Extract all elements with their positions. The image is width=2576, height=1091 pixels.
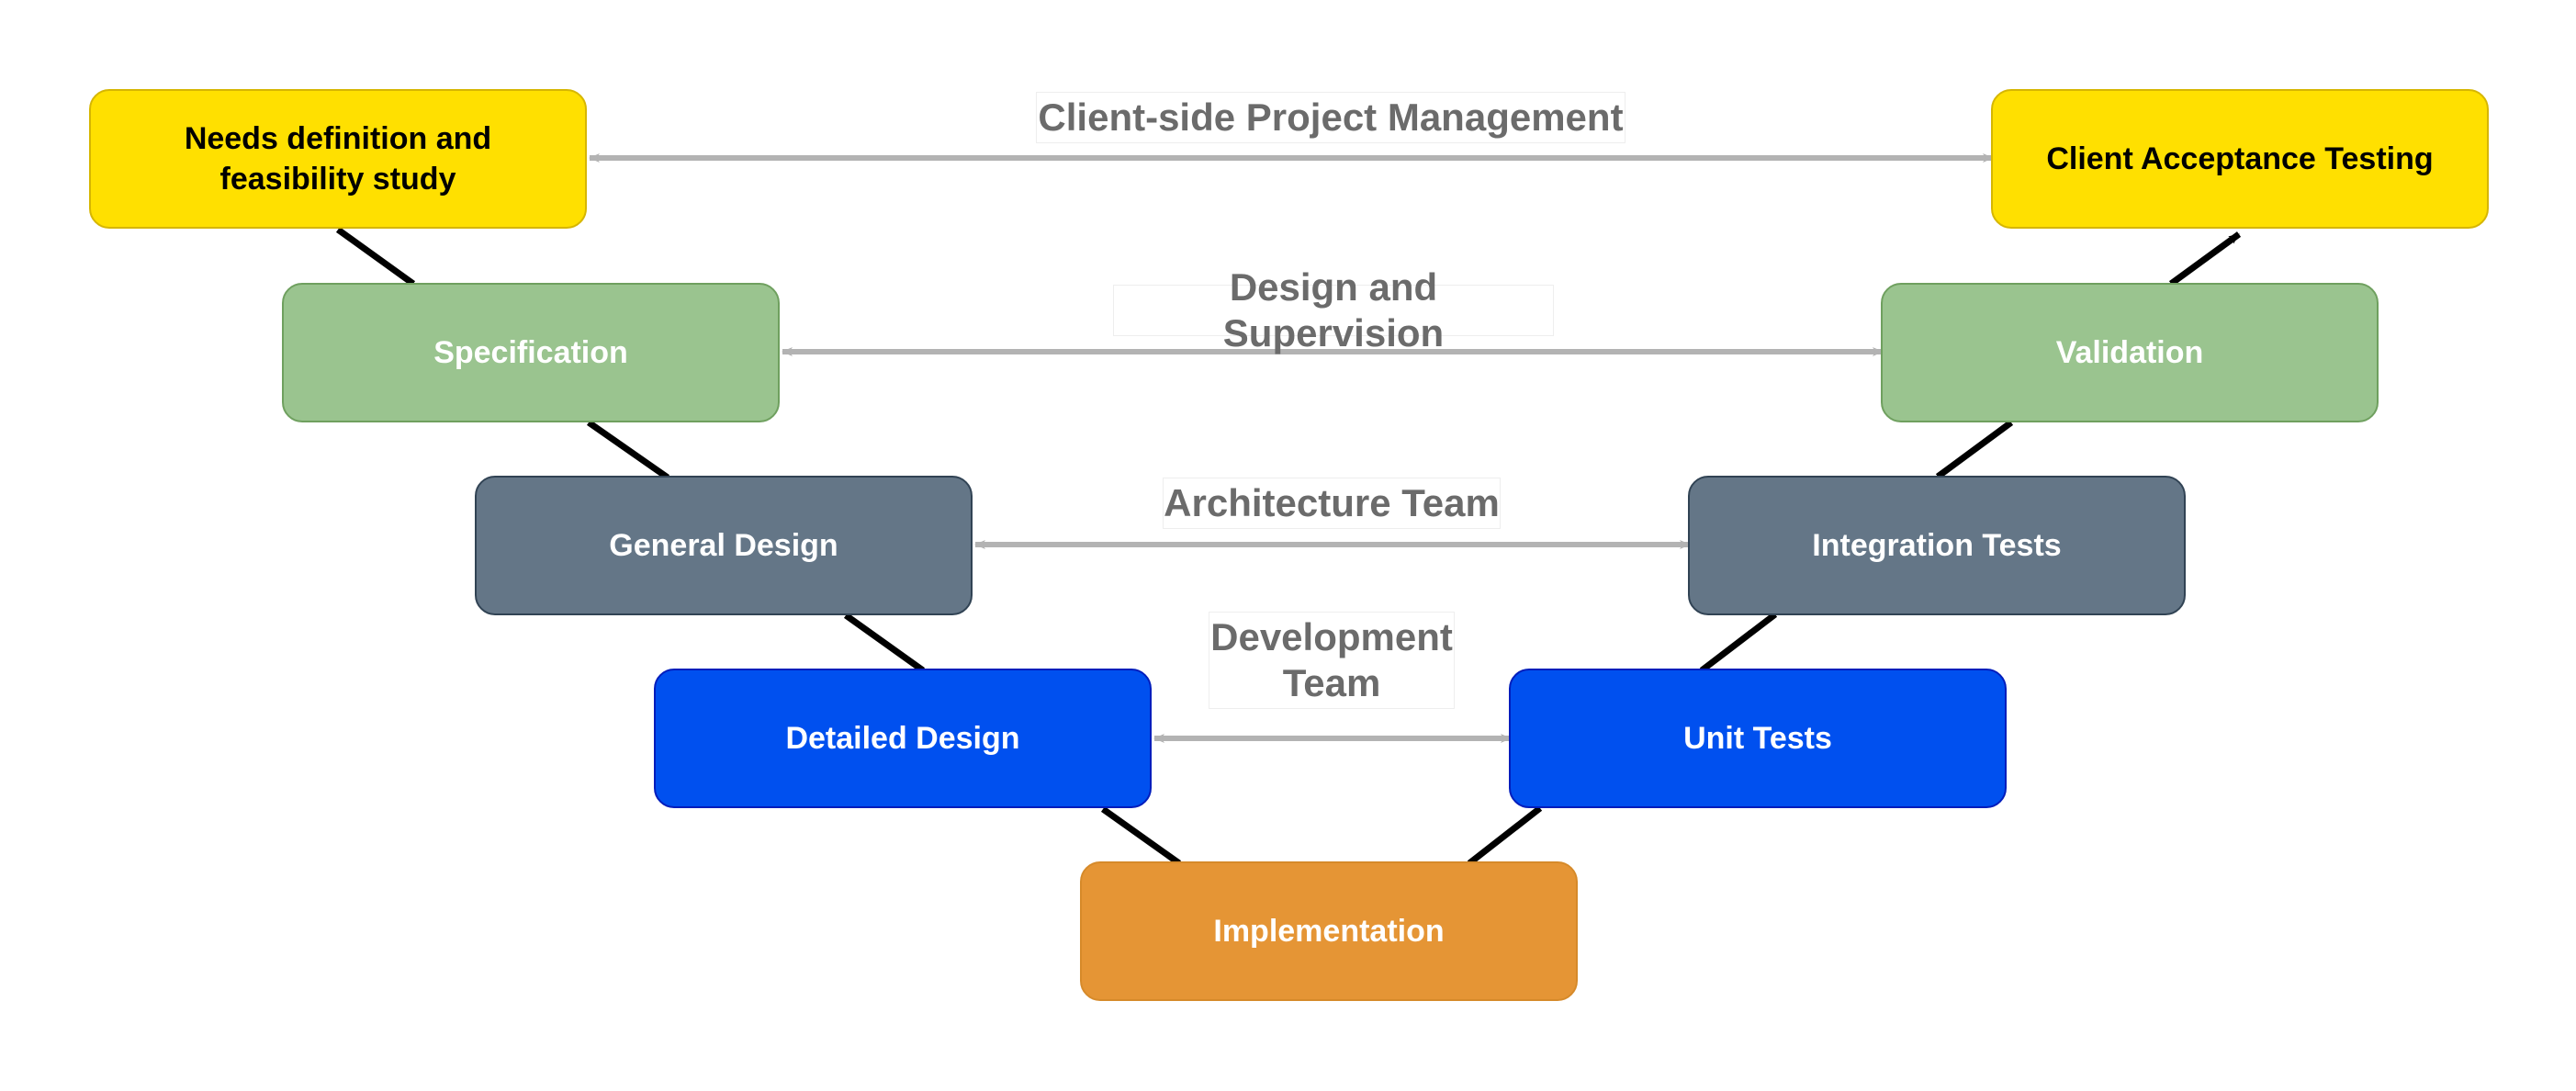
connector-integration-tests-to-validation: [1935, 420, 2014, 479]
link-label-development-team: Development Team: [1209, 612, 1455, 709]
link-label-project-management: Client-side Project Management: [1036, 92, 1625, 143]
connector-detailed-design-to-implementation: [1100, 806, 1182, 866]
node-detailed-design[interactable]: Detailed Design: [654, 669, 1152, 808]
connector-general-design-to-detailed-design: [843, 613, 926, 673]
node-unit-tests[interactable]: Unit Tests: [1509, 669, 2007, 808]
node-integration-tests[interactable]: Integration Tests: [1688, 476, 2186, 615]
node-validation[interactable]: Validation: [1881, 283, 2379, 422]
node-needs-definition[interactable]: Needs definition and feasibility study: [89, 89, 587, 229]
node-client-acceptance-testing[interactable]: Client Acceptance Testing: [1991, 89, 2489, 229]
link-label-architecture-team: Architecture Team: [1163, 478, 1501, 529]
connector-unit-tests-to-integration-tests: [1699, 612, 1778, 673]
connector-needs-to-specification: [335, 227, 416, 287]
node-implementation[interactable]: Implementation: [1080, 861, 1578, 1001]
connector-specification-to-general-design: [586, 420, 670, 480]
link-label-design-supervision: Design and Supervision: [1113, 265, 1554, 354]
connector-implementation-to-unit-tests: [1467, 805, 1543, 866]
node-general-design[interactable]: General Design: [475, 476, 973, 615]
connector-validation-to-acceptance: [2168, 231, 2242, 287]
node-specification[interactable]: Specification: [282, 283, 780, 422]
